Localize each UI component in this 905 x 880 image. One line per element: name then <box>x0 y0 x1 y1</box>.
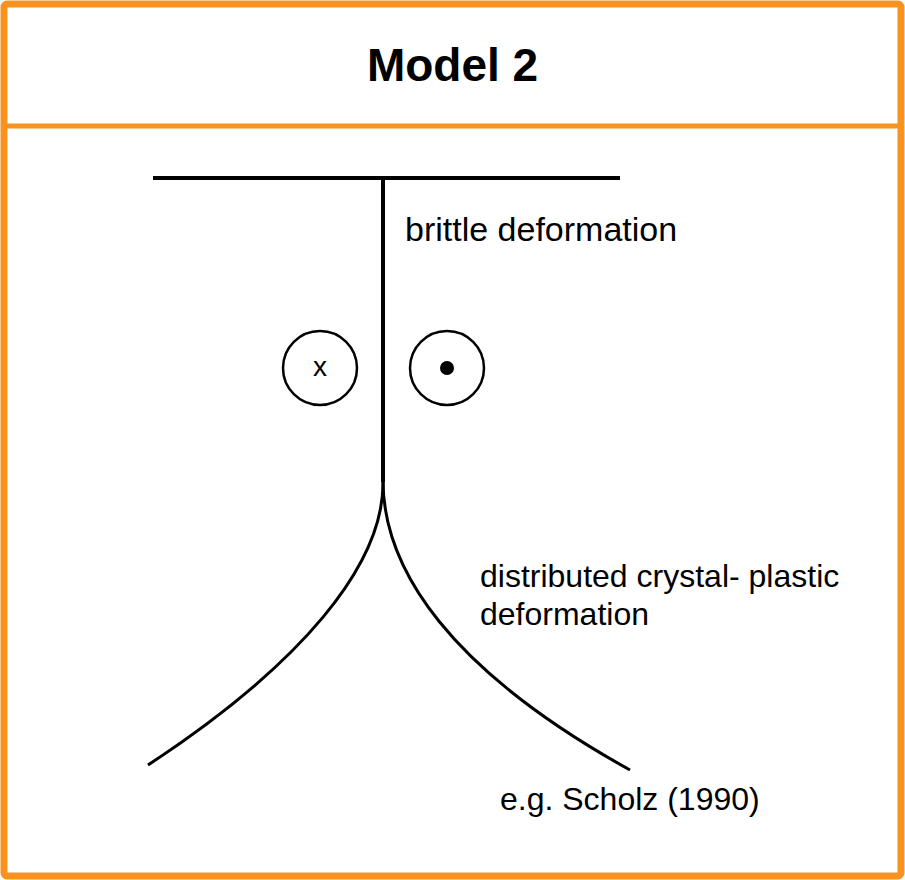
into-page-symbol <box>283 331 357 405</box>
frame-border <box>4 4 901 876</box>
title-divider <box>4 124 901 129</box>
out-of-page-dot <box>440 361 454 375</box>
citation: e.g. Scholz (1990) <box>500 780 880 818</box>
shear-zone-left <box>148 480 383 765</box>
brittle-fault <box>381 178 385 482</box>
title-bar: Model 2 <box>8 8 897 122</box>
title: Model 2 <box>367 38 538 92</box>
annotation: distributed crystal- plastic deformation <box>480 557 880 633</box>
out-of-page-symbol <box>410 331 484 405</box>
ground-surface <box>153 176 620 180</box>
annotation: brittle deformation <box>405 209 845 250</box>
symbol-letter: x <box>300 350 340 384</box>
